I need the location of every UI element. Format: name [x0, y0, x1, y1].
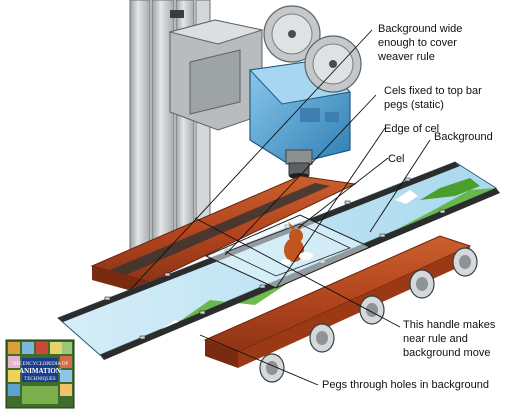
- label-cels-fixed: Cels fixed to top bar pegs (static): [384, 85, 485, 111]
- leader-line: [129, 29, 373, 291]
- leader-line: [369, 139, 431, 233]
- leader-line: [275, 127, 386, 289]
- knob: [452, 247, 478, 277]
- leader-lines: [129, 29, 431, 386]
- leader-line: [297, 157, 389, 229]
- leader-line: [194, 217, 401, 328]
- book-title-line3: TECHNIQUES: [24, 377, 56, 382]
- book-cover-thumbnail: THE ENCYCLOPEDIA OF ANIMATION TECHNIQUES: [5, 339, 75, 409]
- handle-knobs: [259, 247, 478, 383]
- knob: [359, 295, 385, 325]
- cartoon-character: [281, 222, 313, 265]
- knob: [409, 269, 435, 299]
- label-handle: This handle makes near rule and backgrou…: [403, 319, 498, 359]
- label-cel: Cel: [388, 153, 405, 165]
- leader-line: [199, 334, 319, 386]
- camera-lens: [285, 149, 313, 179]
- label-pegs: Pegs through holes in background: [322, 379, 489, 391]
- leader-line: [224, 94, 377, 256]
- knob: [309, 323, 335, 353]
- book-title-line1: THE ENCYCLOPEDIA OF: [12, 362, 69, 367]
- film-reels: [263, 5, 362, 93]
- label-background: Background: [434, 131, 493, 143]
- knob: [259, 353, 285, 383]
- label-background-wide: Background wide enough to cover weaver r…: [377, 23, 465, 63]
- book-title-line2: ANIMATION: [19, 367, 61, 375]
- cel: [204, 214, 372, 289]
- label-edge-of-cel: Edge of cel: [384, 123, 439, 135]
